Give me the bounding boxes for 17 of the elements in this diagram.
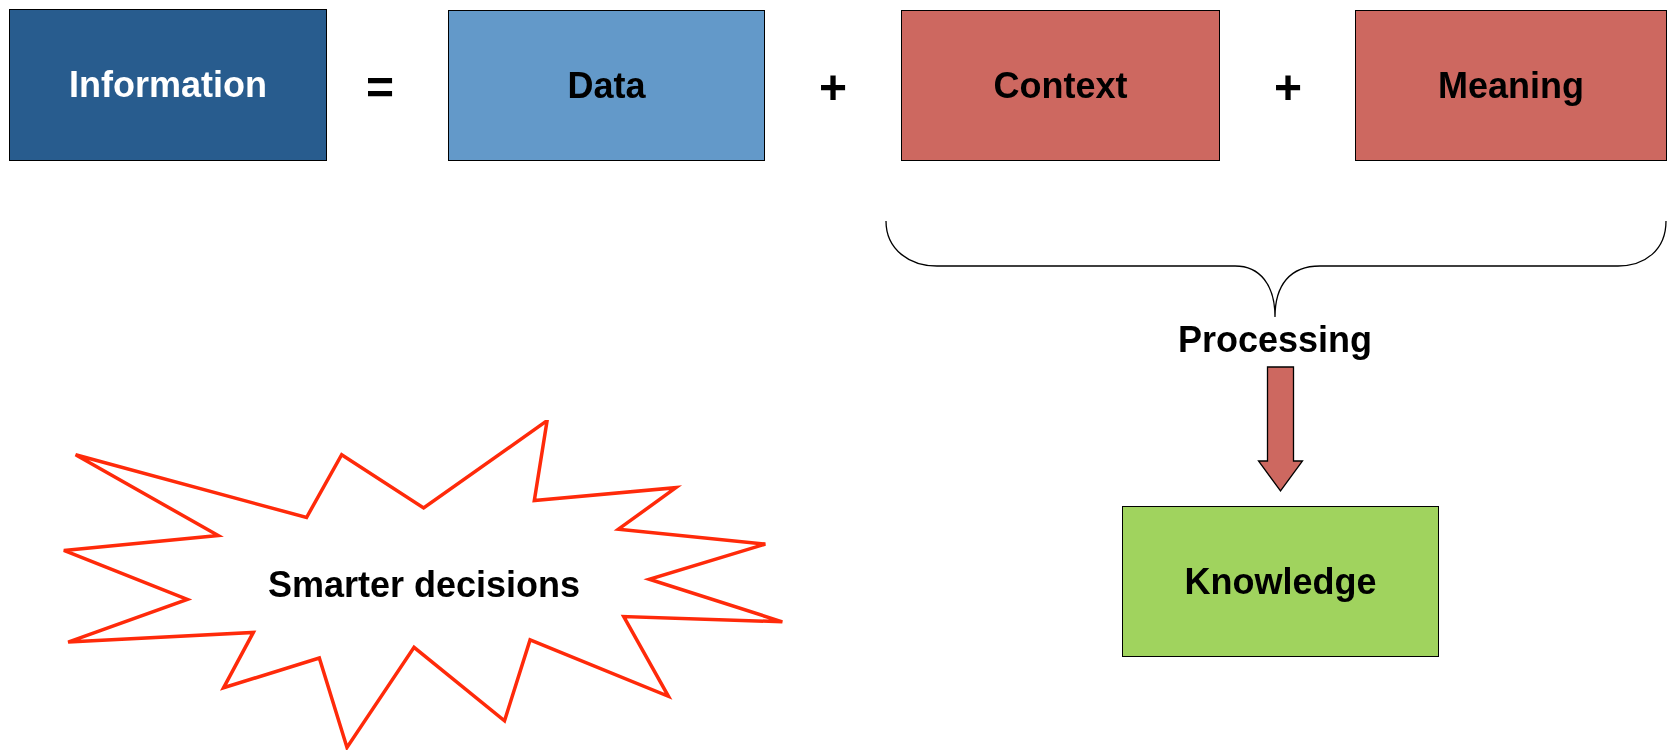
node-text: Data: [567, 64, 646, 107]
concept-box: [448, 10, 765, 161]
concept-box: [1355, 10, 1667, 161]
node-text: Smarter decisions: [267, 564, 581, 606]
operator-sign: +: [1273, 60, 1303, 115]
operator-sign: =: [365, 60, 395, 115]
node-text: Meaning: [1438, 64, 1584, 107]
node-text: Context: [993, 64, 1128, 107]
arrow: [1257, 366, 1304, 493]
node-text: Knowledge: [1184, 560, 1377, 603]
operator-sign: +: [818, 60, 848, 115]
concept-box: [901, 10, 1220, 161]
node-text: Information: [69, 64, 267, 106]
concept-box: [9, 9, 327, 161]
node-text: Processing: [1177, 319, 1373, 361]
starburst-shape: [62, 420, 786, 750]
result-box: [1122, 506, 1439, 657]
